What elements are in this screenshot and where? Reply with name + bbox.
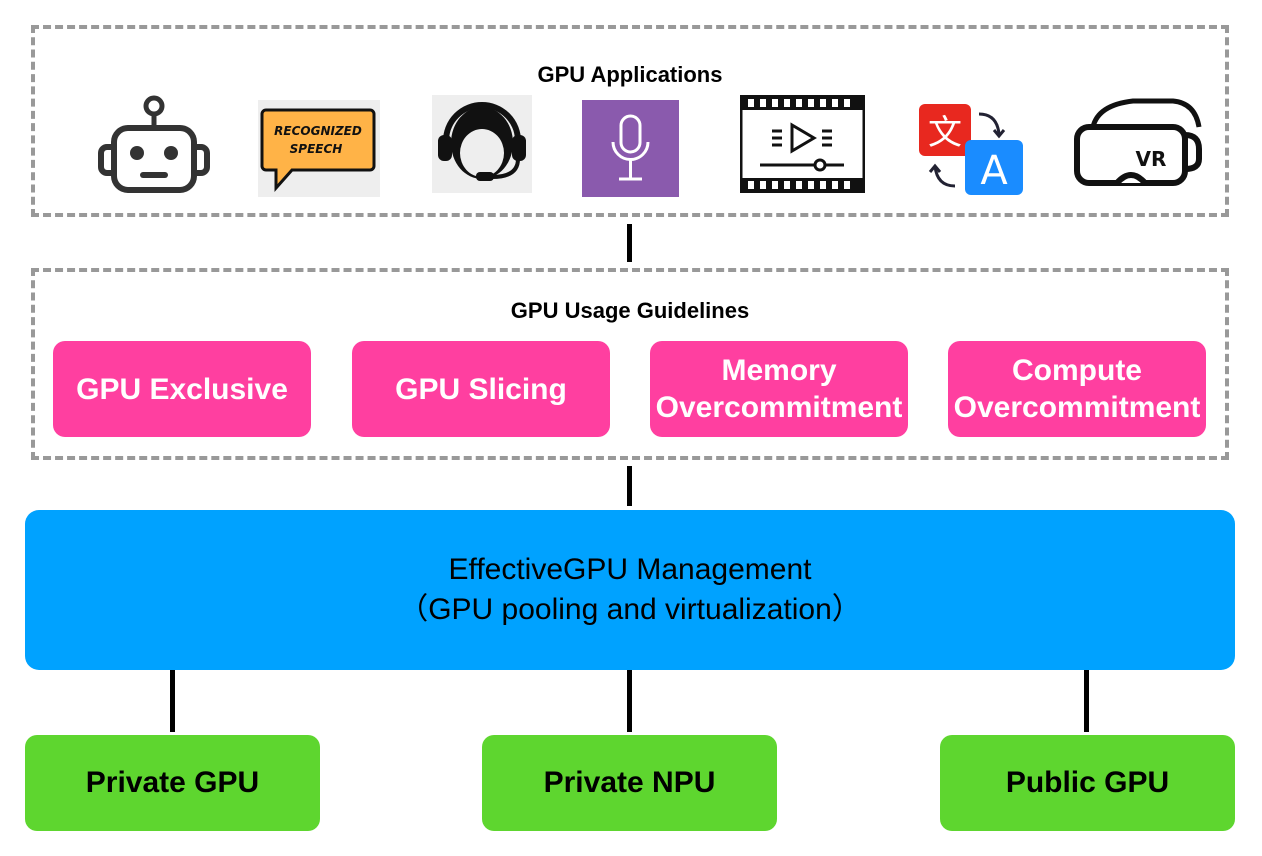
translate-target-glyph: A <box>980 148 1008 194</box>
connector-apps-guidelines <box>627 224 632 262</box>
management-title: EffectiveGPU Management <box>448 553 812 586</box>
connector-management-private-gpu <box>170 670 175 732</box>
guideline-gpu-slicing: GPU Slicing <box>352 341 610 437</box>
guideline-gpu-exclusive: GPU Exclusive <box>53 341 311 437</box>
guideline-label-line1: Memory <box>721 354 837 387</box>
resource-label: Private GPU <box>85 766 260 799</box>
microphone-icon <box>582 100 679 197</box>
resource-private-gpu: Private GPU <box>25 735 320 831</box>
recognized-speech-icon: RECOGNIZED SPEECH <box>258 100 380 197</box>
management-box: EffectiveGPU Management （GPU pooling and… <box>25 510 1235 670</box>
speech-text-line1: RECOGNIZED <box>274 124 362 138</box>
guidelines-title: GPU Usage Guidelines <box>510 298 750 323</box>
translate-source-glyph: 文 <box>928 113 962 153</box>
video-player-icon <box>740 95 865 193</box>
headset-icon <box>432 95 532 193</box>
speech-text-line2: SPEECH <box>290 142 343 156</box>
guideline-memory-overcommitment: Memory Overcommitment <box>650 341 908 437</box>
resource-private-npu: Private NPU <box>482 735 777 831</box>
connector-management-private-npu <box>627 670 632 732</box>
guideline-label: GPU Exclusive <box>76 372 288 406</box>
guideline-label-line1: Compute <box>1012 354 1142 387</box>
guidelines-panel: GPU Usage Guidelines GPU Exclusive GPU S… <box>31 268 1229 460</box>
applications-panel: GPU Applications RECOGNIZED SPEECH <box>31 25 1229 217</box>
applications-title: GPU Applications <box>537 62 723 87</box>
translate-icon: 文 A <box>917 102 1025 198</box>
connector-guidelines-management <box>627 466 632 506</box>
robot-icon <box>97 95 212 195</box>
management-subtitle: （GPU pooling and virtualization） <box>398 593 862 626</box>
resource-label: Public GPU <box>1005 766 1170 799</box>
vr-label: VR <box>1136 147 1167 171</box>
guideline-compute-overcommitment: Compute Overcommitment <box>948 341 1206 437</box>
guideline-label-line2: Overcommitment <box>655 391 903 424</box>
resource-label: Private NPU <box>543 766 716 799</box>
resource-public-gpu: Public GPU <box>940 735 1235 831</box>
guideline-label: GPU Slicing <box>395 372 567 406</box>
connector-management-public-gpu <box>1084 670 1089 732</box>
vr-headset-icon: VR <box>1073 97 1203 191</box>
guideline-label-line2: Overcommitment <box>953 391 1201 424</box>
